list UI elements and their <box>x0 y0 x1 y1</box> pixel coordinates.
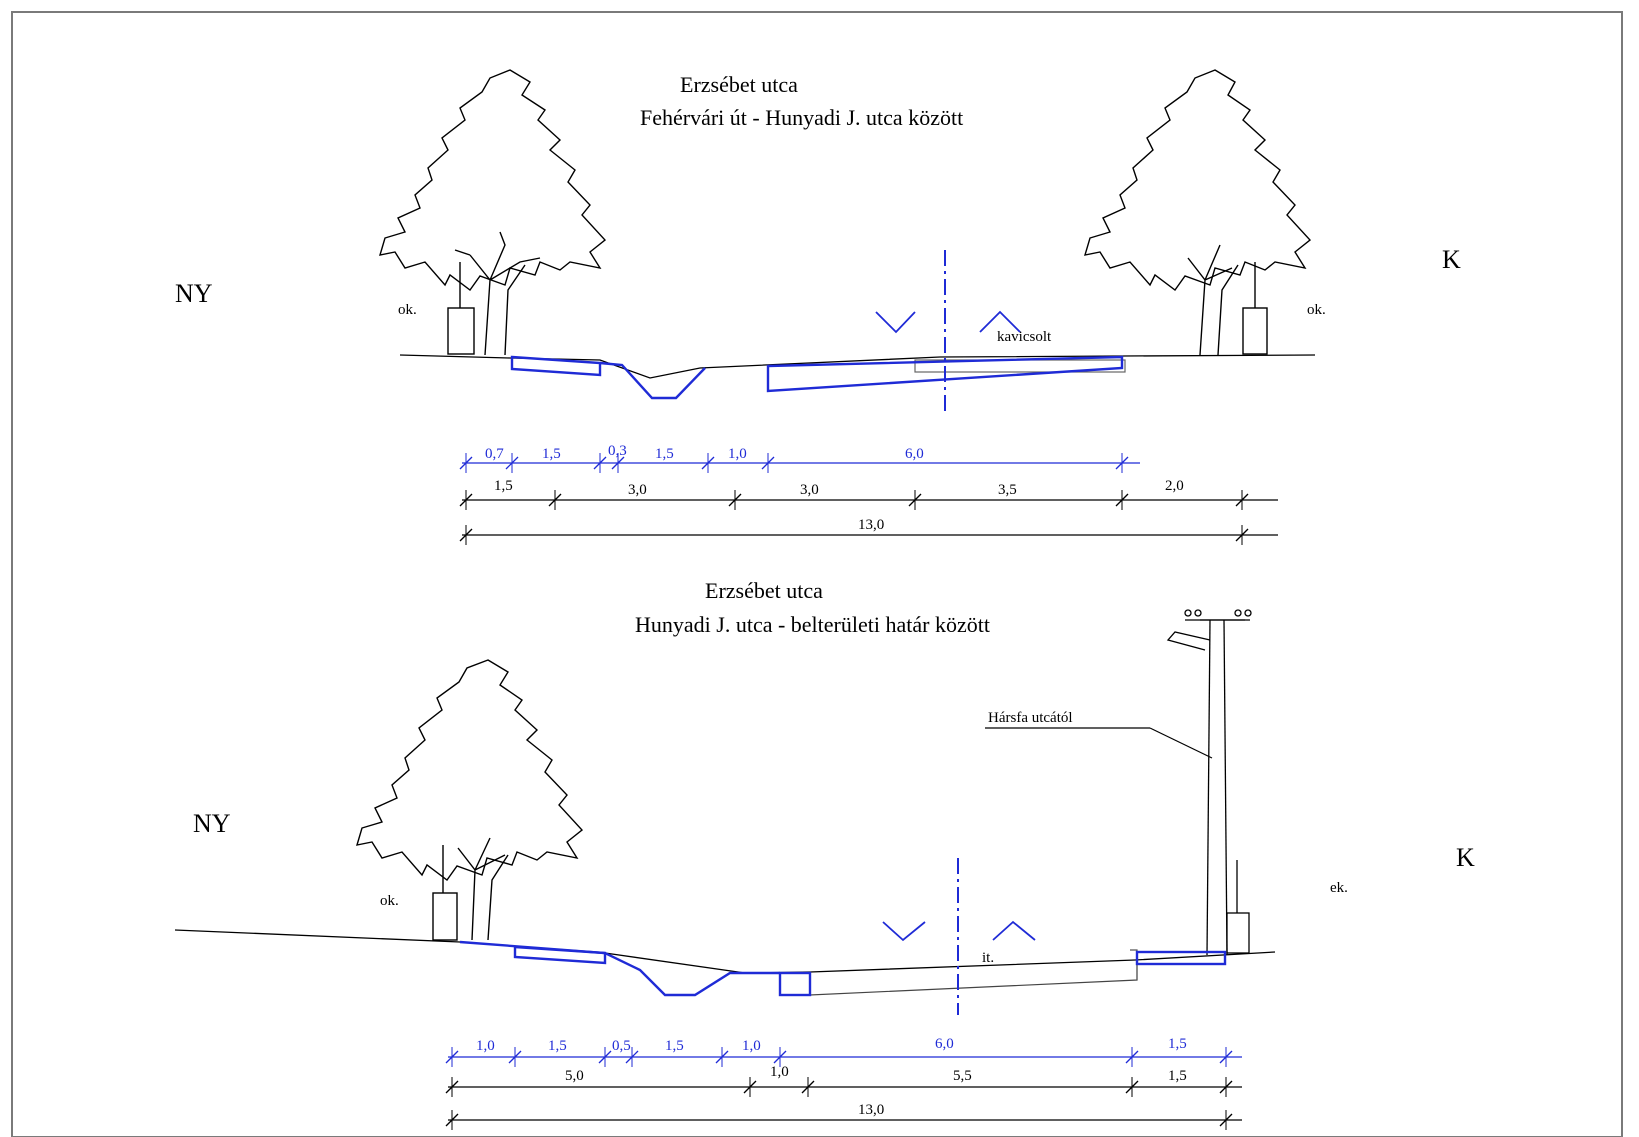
pole-icon <box>432 845 458 941</box>
dim-label: 1,5 <box>1168 1036 1187 1052</box>
section1-ok-left: ok. <box>398 302 417 318</box>
leader-line <box>1149 727 1213 759</box>
utility-pole-icon <box>1166 609 1252 956</box>
section2-title: Erzsébet utca <box>705 578 823 603</box>
dim-label: 1,5 <box>548 1038 567 1054</box>
terrain-line <box>399 354 1316 379</box>
sheet-border <box>11 11 1623 1137</box>
section-1: Erzsébet utca Fehérvári út - Hunyadi J. … <box>175 69 1461 545</box>
dim-label: 6,0 <box>935 1036 954 1052</box>
dim-label: 1,0 <box>770 1064 789 1080</box>
dim-label: 5,5 <box>953 1068 972 1084</box>
section2-ek: ek. <box>1330 880 1348 896</box>
dim-label: 3,0 <box>628 482 647 498</box>
tree-icon <box>379 69 607 356</box>
section2-subtitle: Hunyadi J. utca - belterületi határ közö… <box>635 612 990 637</box>
dim-label: 1,5 <box>655 446 674 462</box>
existing-road <box>809 963 1138 996</box>
tree-icon <box>356 659 584 941</box>
curb <box>1130 949 1138 980</box>
dim-label: 5,0 <box>565 1068 584 1084</box>
section1-kavicsolt: kavicsolt <box>997 329 1052 345</box>
section2-west-label: NY <box>193 809 231 838</box>
pole-icon <box>447 262 475 355</box>
dim-label: 1,0 <box>476 1038 495 1054</box>
section1-ok-right: ok. <box>1307 302 1326 318</box>
dimension-ticks <box>445 1047 1233 1130</box>
dimension-ticks <box>459 453 1249 545</box>
dim-label: 6,0 <box>905 446 924 462</box>
dim-label: 1,5 <box>542 446 561 462</box>
dim-label: 2,0 <box>1165 478 1184 494</box>
design-elements <box>459 858 1227 1015</box>
section1-subtitle: Fehérvári út - Hunyadi J. utca között <box>640 105 963 130</box>
pole-icon <box>1242 262 1268 355</box>
section1-black-dims: 1,5 3,0 3,0 3,5 2,0 13,0 <box>494 478 1184 533</box>
section2-it: it. <box>982 950 994 966</box>
dim-label: 3,5 <box>998 482 1017 498</box>
section2-ok: ok. <box>380 893 399 909</box>
dimension-lines <box>462 462 1278 536</box>
design-elements <box>510 250 1124 412</box>
terrain-line <box>174 929 1276 974</box>
dim-label: 3,0 <box>800 482 819 498</box>
dim-total: 13,0 <box>858 517 884 533</box>
dimension-lines <box>448 1056 1242 1121</box>
dim-label: 1,5 <box>665 1038 684 1054</box>
section2-harsfa: Hársfa utcától <box>988 710 1073 726</box>
dim-label: 0,7 <box>485 446 504 462</box>
dim-label: 1,5 <box>1168 1068 1187 1084</box>
section1-title: Erzsébet utca <box>680 72 798 97</box>
dim-label: 1,0 <box>728 446 747 462</box>
dim-label: 1,0 <box>742 1038 761 1054</box>
section2-black-dims: 5,0 1,0 5,5 1,5 13,0 <box>565 1064 1187 1118</box>
dim-label: 0,5 <box>612 1038 631 1054</box>
section1-east-label: K <box>1442 245 1461 274</box>
section1-blue-dims: 0,7 1,5 0,3 1,5 1,0 6,0 <box>485 443 924 462</box>
dim-label: 0,3 <box>608 443 627 459</box>
dim-total: 13,0 <box>858 1102 884 1118</box>
section2-east-label: K <box>1456 843 1475 872</box>
section2-blue-dims: 1,0 1,5 0,5 1,5 1,0 6,0 1,5 <box>476 1036 1187 1054</box>
dim-label: 1,5 <box>494 478 513 494</box>
section1-west-label: NY <box>175 279 213 308</box>
section-2: Erzsébet utca Hunyadi J. utca - belterül… <box>174 578 1475 1130</box>
tree-icon <box>1084 69 1312 356</box>
